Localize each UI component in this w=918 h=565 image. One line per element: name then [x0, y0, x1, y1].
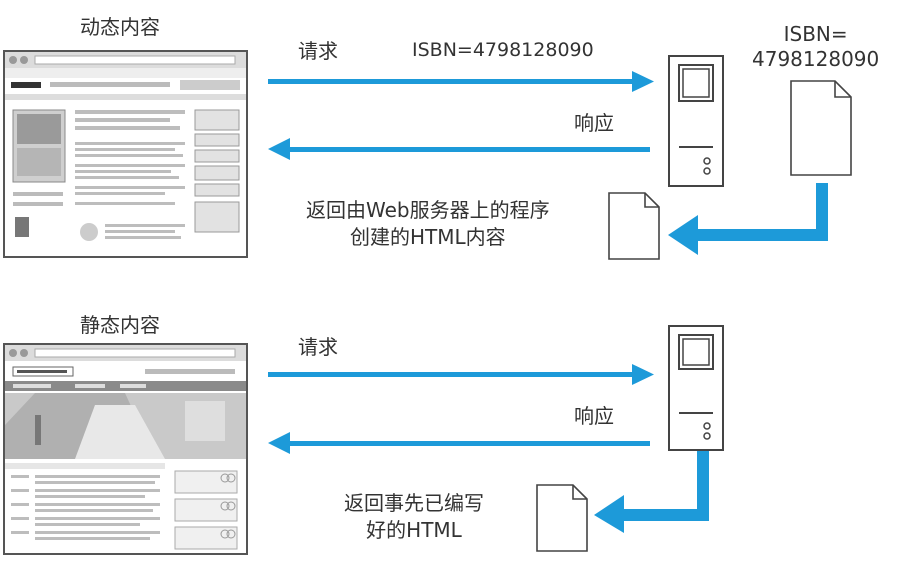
static-title: 静态内容: [80, 313, 160, 337]
static-description-line1: 返回事先已编写: [344, 491, 484, 515]
static-return-arrow: [594, 451, 709, 533]
dynamic-description-line1: 返回由Web服务器上的程序: [306, 198, 550, 222]
document-icon: [608, 192, 660, 260]
dynamic-title: 动态内容: [80, 15, 160, 39]
browser-window-icon: [5, 52, 246, 241]
static-request-label: 请求: [298, 335, 338, 359]
static-description-line2: 好的HTML: [366, 518, 462, 542]
dynamic-description-line2: 创建的HTML内容: [349, 225, 506, 249]
static-request-arrow: [268, 364, 654, 385]
server-tower-icon: [668, 325, 724, 451]
dynamic-request-label: 请求: [298, 39, 338, 63]
document-icon: [790, 80, 852, 176]
dynamic-response-label: 响应: [574, 111, 614, 135]
dynamic-isbn-right-label: ISBN= 4798128090: [752, 22, 879, 72]
static-response-arrow: [268, 432, 650, 454]
static-browser-screenshot: [3, 343, 248, 555]
dynamic-browser-screenshot: [3, 50, 248, 258]
dynamic-response-arrow: [268, 138, 650, 160]
browser-window-icon: [5, 345, 246, 550]
static-description: 返回事先已编写 好的HTML: [344, 490, 484, 544]
dynamic-isbn-label: ISBN=4798128090: [412, 39, 594, 61]
dynamic-description: 返回由Web服务器上的程序 创建的HTML内容: [306, 197, 550, 251]
document-icon: [536, 484, 588, 552]
dynamic-isbn-right-line2: 4798128090: [752, 47, 880, 71]
static-response-label: 响应: [574, 404, 614, 428]
dynamic-isbn-right-line1: ISBN=: [783, 22, 848, 46]
dynamic-return-arrow: [668, 183, 828, 255]
server-tower-icon: [668, 55, 724, 187]
dynamic-request-arrow: [268, 71, 654, 92]
